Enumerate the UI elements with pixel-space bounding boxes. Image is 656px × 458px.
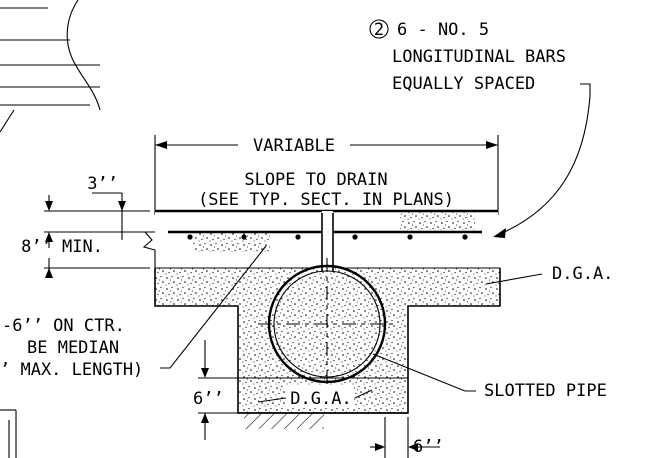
dim-3in-label: 3’’ (87, 174, 118, 194)
left-joint-note: -6’’ ON CTR. BE MEDIAN ’ MAX. LENGTH) (0, 245, 267, 380)
slotted-pipe (258, 258, 396, 390)
variable-label: VARIABLE (253, 136, 335, 156)
left-note-line-2: BE MEDIAN (27, 338, 119, 358)
slope-note-line-2: (SEE TYP. SECT. IN PLANS) (198, 190, 454, 210)
variable-dimension: VARIABLE (154, 135, 499, 215)
slope-note-line-1: SLOPE TO DRAIN (244, 170, 387, 190)
dga-bottom-label: D.G.A. (290, 389, 351, 409)
dim-6in-bottom-label: 6’’ (413, 437, 444, 457)
dga-right-label: D.G.A. (552, 264, 613, 284)
dim-6in-bottom: 6’’ (370, 417, 444, 458)
dim-6in-left-label: 6’’ (193, 389, 224, 409)
dim-6in-left: 6’’ (193, 340, 238, 440)
dga-bottom-leader-left (257, 397, 287, 403)
left-note-leader (160, 245, 267, 369)
dim-8in-min-label: 8’’ MIN. (21, 237, 103, 257)
bars-leader-arrow (493, 228, 506, 238)
slotted-pipe-leader (372, 353, 476, 392)
lower-left-partial-detail (0, 409, 17, 458)
concrete-slab (142, 209, 498, 268)
bars-note-line-2: LONGITUDINAL BARS (392, 47, 566, 67)
left-note-line-1: -6’’ ON CTR. (2, 316, 125, 336)
longitudinal-bars-note: 2 6 - NO. 5 LONGITUDINAL BARS EQUALLY SP… (369, 19, 591, 238)
callout-number: 2 (374, 20, 384, 40)
bars-note-line-1: 6 - NO. 5 (397, 20, 489, 40)
dim-8in-min: 8’’ MIN. (21, 232, 150, 278)
ground-hatch (238, 412, 408, 429)
reinforcing-bars (187, 234, 468, 240)
bars-leader-line (494, 83, 591, 237)
dga-right-leader (485, 273, 543, 285)
upper-left-partial-detail (0, 0, 101, 133)
dga-bottom-leader-right (354, 389, 373, 399)
slot-opening (321, 211, 334, 272)
left-note-line-3: ’ MAX. LENGTH) (0, 360, 143, 380)
bars-note-line-3: EQUALLY SPACED (392, 74, 535, 94)
slotted-pipe-label: SLOTTED PIPE (484, 381, 607, 401)
dim-3in: 3’’ (44, 174, 150, 240)
callout-number-circle (369, 19, 389, 39)
